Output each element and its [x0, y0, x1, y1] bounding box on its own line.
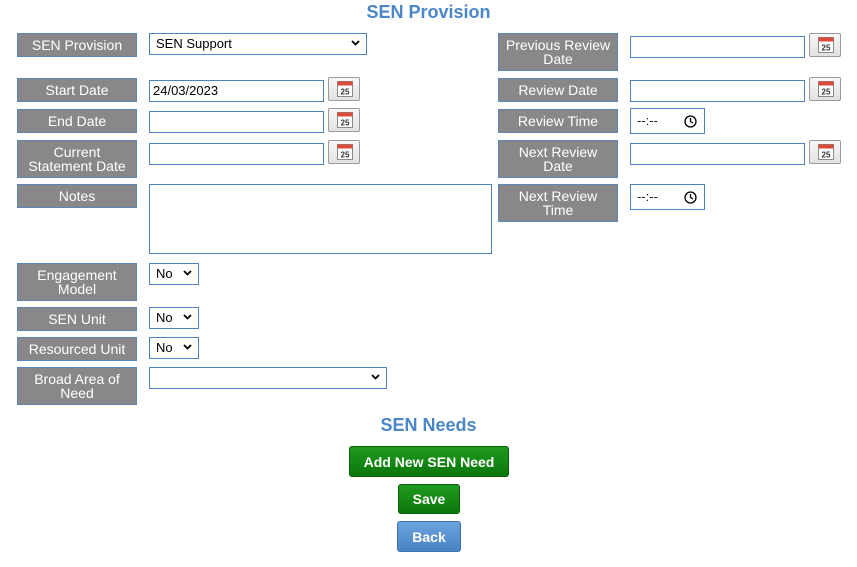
- sen-provision-label: SEN Provision: [17, 33, 137, 57]
- svg-text:25: 25: [822, 44, 831, 53]
- chevron-down-icon: [183, 344, 192, 350]
- current-statement-date-input[interactable]: [149, 143, 324, 165]
- review-date-input[interactable]: [630, 80, 805, 102]
- review-time-input[interactable]: --:--: [630, 108, 705, 134]
- svg-text:25: 25: [341, 119, 350, 128]
- chevron-down-icon: [371, 374, 380, 380]
- calendar-icon: 25: [818, 144, 834, 160]
- notes-label: Notes: [17, 184, 137, 208]
- calendar-icon: 25: [818, 37, 834, 53]
- svg-text:25: 25: [341, 88, 350, 97]
- add-new-sen-need-button[interactable]: Add New SEN Need: [349, 446, 509, 477]
- resourced-unit-select[interactable]: No: [149, 337, 199, 359]
- notes-textarea[interactable]: [149, 184, 492, 254]
- chevron-down-icon: [183, 314, 192, 320]
- next-review-time-input[interactable]: --:--: [630, 184, 705, 210]
- svg-text:25: 25: [822, 88, 831, 97]
- svg-text:25: 25: [341, 151, 350, 160]
- end-date-calendar-button[interactable]: 25: [328, 108, 360, 132]
- end-date-input[interactable]: [149, 111, 324, 133]
- back-button[interactable]: Back: [397, 521, 461, 552]
- engagement-model-select[interactable]: No: [149, 263, 199, 285]
- calendar-icon: 25: [337, 112, 353, 128]
- chevron-down-icon: [183, 270, 192, 276]
- chevron-down-icon: [351, 40, 360, 46]
- previous-review-date-calendar-button[interactable]: 25: [809, 33, 841, 57]
- clock-icon: [684, 191, 697, 204]
- next-review-date-input[interactable]: [630, 143, 805, 165]
- review-date-label: Review Date: [498, 78, 618, 102]
- sen-unit-select[interactable]: No: [149, 307, 199, 329]
- calendar-icon: 25: [818, 81, 834, 97]
- sen-provision-select[interactable]: SEN Support: [149, 33, 367, 55]
- review-time-label: Review Time: [498, 109, 618, 133]
- start-date-label: Start Date: [17, 78, 137, 102]
- save-button[interactable]: Save: [398, 484, 460, 514]
- end-date-label: End Date: [17, 109, 137, 133]
- calendar-icon: 25: [337, 81, 353, 97]
- start-date-calendar-button[interactable]: 25: [328, 77, 360, 101]
- resourced-unit-label: Resourced Unit: [17, 337, 137, 361]
- current-statement-date-calendar-button[interactable]: 25: [328, 140, 360, 164]
- sen-needs-title: SEN Needs: [380, 415, 477, 435]
- broad-area-of-need-select[interactable]: [149, 367, 387, 389]
- calendar-icon: 25: [337, 144, 353, 160]
- sen-unit-label: SEN Unit: [17, 307, 137, 331]
- review-date-calendar-button[interactable]: 25: [809, 77, 841, 101]
- previous-review-date-input[interactable]: [630, 36, 805, 58]
- page-title: SEN Provision: [366, 2, 491, 22]
- start-date-input[interactable]: 24/03/2023: [149, 80, 324, 102]
- svg-text:25: 25: [822, 151, 831, 160]
- next-review-date-calendar-button[interactable]: 25: [809, 140, 841, 164]
- clock-icon: [684, 115, 697, 128]
